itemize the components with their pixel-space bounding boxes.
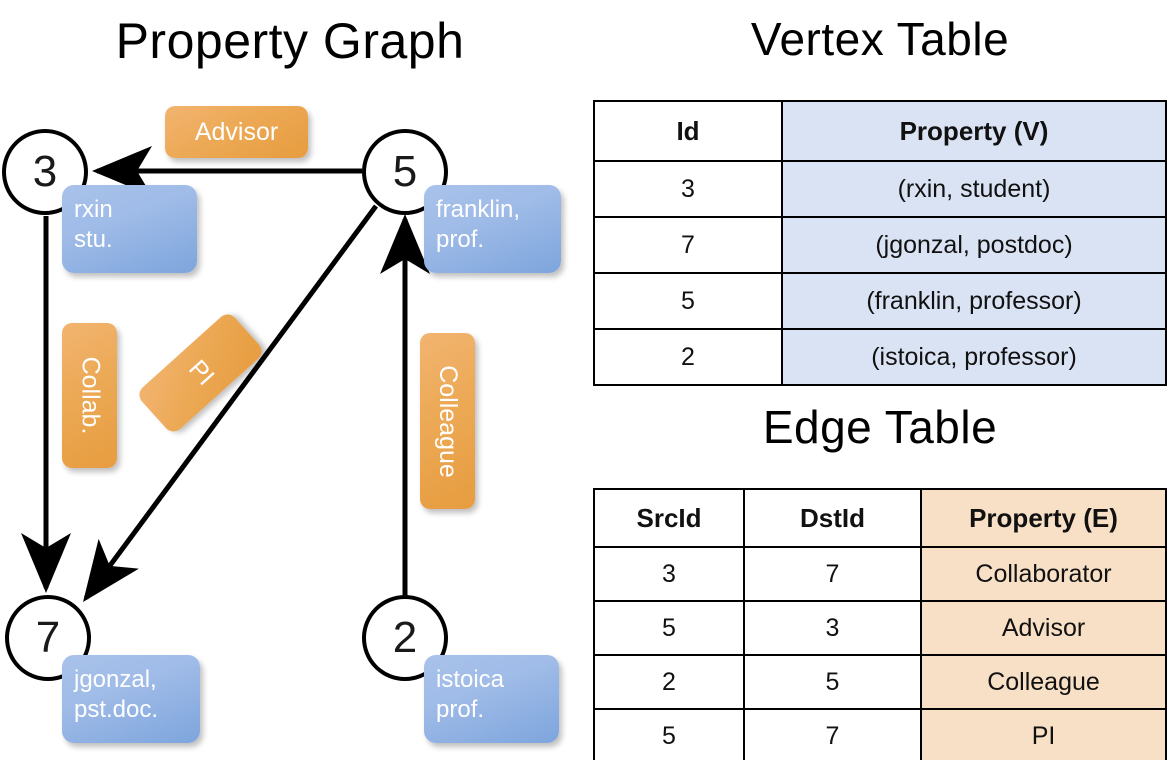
page-title-edge-table: Edge Table (762, 401, 998, 453)
table-row: 5 3 Advisor (593, 600, 1167, 656)
vertex-table-header-row: Id Property (V) (593, 100, 1167, 162)
vertex-property-2-line1: istoica (436, 666, 505, 693)
edge-table: SrcId DstId Property (E) 3 7 Collaborato… (593, 488, 1167, 760)
vertex-property-box-3: rxin stu. (62, 185, 197, 273)
vertex-property-box-5: franklin, prof. (424, 185, 561, 273)
edge-row-2-src: 2 (593, 654, 745, 710)
vertex-property-2-line2: prof. (436, 696, 485, 723)
edge-table-header-row: SrcId DstId Property (E) (593, 488, 1167, 548)
edge-row-0-property: Collaborator (920, 546, 1167, 602)
edge-row-1-dst: 3 (743, 600, 922, 656)
vertex-property-box-2: istoica prof. (424, 655, 559, 743)
edge-row-3-src: 5 (593, 708, 745, 760)
table-row: 5 7 PI (593, 708, 1167, 760)
table-row: 2 (istoica, professor) (593, 328, 1167, 386)
edge-label-collab: Collab. (62, 323, 117, 468)
node-2[interactable]: 2 (362, 595, 448, 681)
edge-row-2-property: Colleague (920, 654, 1167, 710)
vertex-row-0-property: (rxin, student) (781, 160, 1167, 218)
edge-label-colleague-text: Colleague (434, 364, 462, 478)
vertex-row-1-id: 7 (593, 216, 783, 274)
edge-label-advisor: Advisor (165, 106, 308, 158)
page-title-property-graph: Property Graph (115, 13, 465, 69)
vertex-property-7-line1: jgonzal, (74, 666, 157, 693)
graph-edges-svg (21, 146, 430, 603)
vertex-row-2-property: (franklin, professor) (781, 272, 1167, 330)
vertex-table-header-id: Id (593, 100, 783, 162)
vertex-property-3-line1: rxin (74, 196, 113, 223)
edge-table-header-srcid: SrcId (593, 488, 745, 548)
edge-table-header-dstid: DstId (743, 488, 922, 548)
vertex-table: Id Property (V) 3 (rxin, student) 7 (jgo… (593, 100, 1167, 386)
page-title-vertex-table: Vertex Table (750, 13, 1010, 65)
table-row: 5 (franklin, professor) (593, 272, 1167, 330)
edge-label-colleague: Colleague (420, 333, 475, 509)
edge-row-3-property: PI (920, 708, 1167, 760)
edge-label-pi-text: PI (182, 354, 220, 391)
edge-row-2-dst: 5 (743, 654, 922, 710)
table-row: 2 5 Colleague (593, 654, 1167, 710)
vertex-row-3-property: (istoica, professor) (781, 328, 1167, 386)
vertex-property-box-7: jgonzal, pst.doc. (62, 655, 200, 743)
table-row: 3 (rxin, student) (593, 160, 1167, 218)
property-graph-panel: Property Graph 3 5 7 2 rxin stu. (2, 13, 561, 743)
table-row: 3 7 Collaborator (593, 546, 1167, 602)
vertex-property-5-line1: franklin, (436, 196, 521, 223)
node-5[interactable]: 5 (362, 129, 448, 215)
vertex-row-2-id: 5 (593, 272, 783, 330)
vertex-row-1-property: (jgonzal, postdoc) (781, 216, 1167, 274)
vertex-row-3-id: 2 (593, 328, 783, 386)
vertex-property-5-line2: prof. (436, 226, 485, 253)
edge-label-collab-text: Collab. (76, 356, 105, 435)
edge-row-0-dst: 7 (743, 546, 922, 602)
vertex-property-3-line2: stu. (74, 226, 113, 253)
edge-label-advisor-text: Advisor (194, 117, 279, 146)
vertex-property-7-line2: pst.doc. (74, 696, 159, 723)
edge-5-to-7 (83, 204, 379, 603)
vertex-table-header-property: Property (V) (781, 100, 1167, 162)
edge-row-1-src: 5 (593, 600, 745, 656)
edge-table-header-property: Property (E) (920, 488, 1167, 548)
edge-row-1-property: Advisor (920, 600, 1167, 656)
table-row: 7 (jgonzal, postdoc) (593, 216, 1167, 274)
edge-row-0-src: 3 (593, 546, 745, 602)
edge-row-3-dst: 7 (743, 708, 922, 760)
vertex-row-0-id: 3 (593, 160, 783, 218)
